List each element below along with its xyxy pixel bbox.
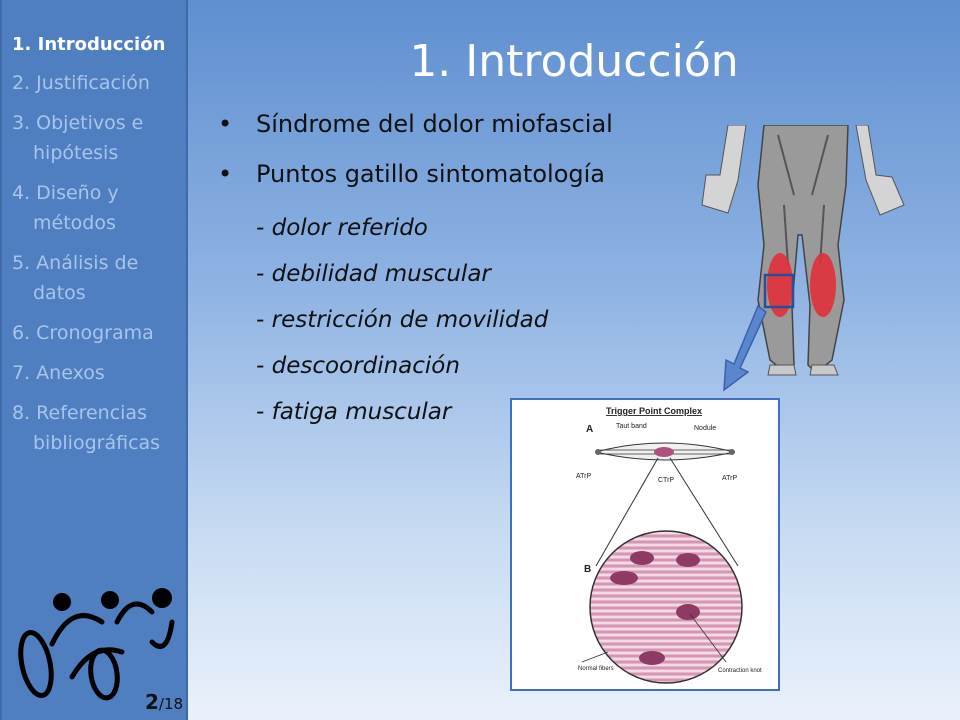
slide-title: 1. Introducción xyxy=(409,36,739,87)
nav-item-referencias[interactable]: 8. Referencias bibliográficas xyxy=(12,398,186,458)
nav-label: 2. Justificación xyxy=(12,72,150,94)
diagram-label-a: A xyxy=(586,424,593,435)
nav-label-cont: hipótesis xyxy=(33,142,119,164)
nav-item-anexos[interactable]: 7. Anexos xyxy=(12,358,186,388)
diagram-atrp-left: ATrP xyxy=(576,473,591,480)
symptom-list: - dolor referido - debilidad muscular - … xyxy=(256,210,548,440)
symptom-item: - dolor referido xyxy=(256,215,428,241)
section-list: 1. Introducción 2. Justificación 3. Obje… xyxy=(2,0,186,458)
legs-anatomy-image xyxy=(701,125,905,376)
nav-label-cont: bibliográficas xyxy=(33,432,161,454)
nav-label: 8. Referencias xyxy=(12,402,147,424)
bullet-item: Síndrome del dolor miofascial xyxy=(218,108,613,140)
diagram-nodule: Nodule xyxy=(694,425,716,432)
nav-item-analisis[interactable]: 5. Análisis de datos xyxy=(12,248,186,308)
sport-logo-icon xyxy=(18,588,175,701)
page-counter: 2/18 xyxy=(145,690,183,714)
diagram-label-b: B xyxy=(584,564,591,575)
nav-label-cont: métodos xyxy=(33,212,116,234)
page-current: 2 xyxy=(145,690,159,714)
nav-item-introduccion[interactable]: 1. Introducción xyxy=(12,30,186,60)
nav-label: 5. Análisis de xyxy=(12,252,139,274)
symptom-item: - descoordinación xyxy=(256,353,460,379)
bullet-list: Síndrome del dolor miofascial Puntos gat… xyxy=(218,108,613,208)
nav-label: 7. Anexos xyxy=(12,362,105,384)
diagram-normal-fibers: Normal fibers xyxy=(578,666,614,672)
nav-item-diseno[interactable]: 4. Diseño y métodos xyxy=(12,178,186,238)
nav-label: 3. Objetivos e xyxy=(12,112,144,134)
nav-item-cronograma[interactable]: 6. Cronograma xyxy=(12,318,186,348)
diagram-ctrp: CTrP xyxy=(658,477,674,484)
bullet-item: Puntos gatillo sintomatología xyxy=(218,158,613,190)
symptom-item: - debilidad muscular xyxy=(256,261,491,287)
sidebar-nav: 1. Introducción 2. Justificación 3. Obje… xyxy=(0,0,188,720)
symptom-item: - fatiga muscular xyxy=(256,399,452,425)
nav-label: 1. Introducción xyxy=(12,34,166,55)
diagram-atrp-right: ATrP xyxy=(722,475,737,482)
nav-label: 4. Diseño y xyxy=(12,182,119,204)
page-total: /18 xyxy=(158,695,184,713)
nav-label: 6. Cronograma xyxy=(12,322,154,344)
diagram-contraction-knot: Contraction knot xyxy=(718,668,762,674)
nav-label-cont: datos xyxy=(33,282,86,304)
down-left-arrow-icon xyxy=(723,304,767,392)
diagram-taut-band: Taut band xyxy=(616,423,647,430)
symptom-item: - restricción de movilidad xyxy=(256,307,549,333)
trigger-point-diagram: Trigger Point Complex A Taut band Nodule… xyxy=(510,398,780,691)
nav-item-justificacion[interactable]: 2. Justificación xyxy=(12,68,186,98)
nav-item-objetivos[interactable]: 3. Objetivos e hipótesis xyxy=(12,108,186,168)
diagram-title: Trigger Point Complex xyxy=(606,406,702,416)
